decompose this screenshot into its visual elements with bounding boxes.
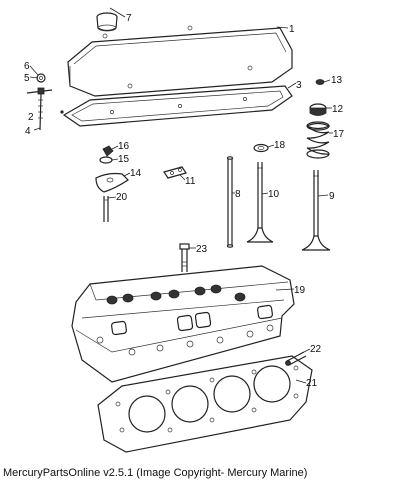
callout-4: 4 — [25, 126, 31, 137]
valve-cover-gasket — [62, 85, 293, 127]
callout-14: 14 — [130, 168, 142, 179]
callout-2: 2 — [28, 112, 34, 123]
exploded-parts-diagram: 1 2 3 4 5 6 7 8 9 10 11 12 13 14 15 16 1… — [24, 7, 345, 453]
callout-23: 23 — [196, 244, 208, 255]
callout-12: 12 — [332, 104, 344, 115]
head-bolt — [179, 243, 190, 272]
callout-22: 22 — [310, 344, 322, 355]
callout-numbers: 1 2 3 4 5 6 7 8 9 10 11 12 13 14 15 16 1… — [24, 13, 345, 389]
callout-11: 11 — [185, 176, 196, 187]
callout-7: 7 — [126, 13, 132, 24]
oil-filler-cap — [96, 12, 118, 32]
callout-5: 5 — [24, 73, 30, 84]
guide-plate — [163, 166, 187, 179]
push-rod — [226, 156, 234, 248]
callout-18: 18 — [274, 140, 286, 151]
callout-8: 8 — [235, 189, 241, 200]
callout-17: 17 — [333, 129, 345, 140]
callout-10: 10 — [268, 189, 280, 200]
callout-16: 16 — [118, 141, 130, 152]
valve-cover — [67, 25, 293, 97]
valve-spring-parts — [253, 79, 331, 159]
cylinder-head — [71, 265, 295, 383]
callout-1: 1 — [289, 24, 295, 35]
head-gasket — [97, 355, 313, 453]
callout-3: 3 — [296, 80, 302, 91]
cover-bolt-assembly — [26, 73, 64, 131]
exhaust-valve — [246, 162, 274, 243]
callout-20: 20 — [116, 192, 128, 203]
rocker-arm-parts — [95, 145, 129, 222]
callout-21: 21 — [306, 378, 318, 389]
leader-lines — [29, 7, 333, 384]
intake-valve — [301, 170, 331, 251]
callout-6: 6 — [24, 61, 30, 72]
image-caption: MercuryPartsOnline v2.5.1 (Image Copyrig… — [3, 467, 308, 479]
callout-9: 9 — [329, 191, 335, 202]
head-valve-springs — [106, 284, 246, 305]
callout-13: 13 — [331, 75, 343, 86]
callout-19: 19 — [294, 285, 306, 296]
callout-15: 15 — [118, 154, 130, 165]
